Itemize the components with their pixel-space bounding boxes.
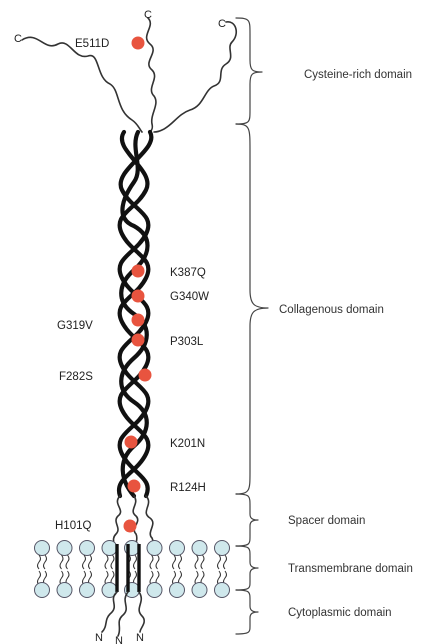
lipid-tail <box>156 555 159 569</box>
lipid-tail <box>173 555 176 569</box>
lipid-tail <box>195 555 198 569</box>
domain-label-transmembrane: Transmembrane domain <box>288 563 413 575</box>
n-terminus-label-right: N <box>136 632 144 644</box>
domain-label-collagenous: Collagenous domain <box>279 304 384 316</box>
cytoplasmic-chains <box>102 592 144 636</box>
lipid-tail <box>83 555 86 569</box>
mutation-dot-g319v <box>132 314 145 327</box>
lipid-head-upper <box>35 541 50 556</box>
mutation-dot-f282s <box>139 369 152 382</box>
lipid-bilayer <box>35 541 230 598</box>
lipid-tail <box>179 555 182 569</box>
lipid-tail <box>111 555 114 569</box>
brace-transmembrane <box>236 546 258 590</box>
mutation-label-k387q: K387Q <box>170 267 206 279</box>
lipid-tail <box>218 555 221 569</box>
lipid-head-lower <box>215 583 230 598</box>
lipid-tail <box>105 555 108 569</box>
mutation-label-e511d: E511D <box>75 38 109 50</box>
mutation-dot-k387q <box>132 265 145 278</box>
mutation-label-g319v: G319V <box>57 320 93 332</box>
domain-label-cysteine-rich: Cysteine-rich domain <box>304 69 412 81</box>
mutation-dot-k201n <box>125 436 138 449</box>
lipid-tail <box>201 555 204 569</box>
mutation-label-h101q: H101Q <box>55 520 91 532</box>
lipid-head-lower <box>80 583 95 598</box>
lipid-head-upper <box>215 541 230 556</box>
lipid-head-lower <box>192 583 207 598</box>
brace-cysteine-rich <box>236 18 262 124</box>
lipid-head-lower <box>170 583 185 598</box>
c-terminus-label-center: C <box>144 9 152 21</box>
lipid-tail <box>44 555 47 569</box>
brace-cytoplasmic <box>236 590 258 634</box>
spacer-chains <box>114 496 153 544</box>
lipid-head-upper <box>102 541 117 556</box>
lipid-tail <box>150 555 153 569</box>
mutation-label-k201n: K201N <box>170 438 205 450</box>
c-terminus-label-left: C <box>14 33 22 45</box>
lipid-head-upper <box>192 541 207 556</box>
mutation-dot-g340w <box>132 290 145 303</box>
lipid-head-upper <box>57 541 72 556</box>
mutation-label-f282s: F282S <box>59 371 93 383</box>
domain-label-spacer: Spacer domain <box>288 515 365 527</box>
lipid-head-lower <box>147 583 162 598</box>
cysteine-rich-chains <box>22 18 236 132</box>
domain-braces <box>236 18 268 634</box>
brace-spacer <box>236 494 258 546</box>
lipid-tail <box>89 555 92 569</box>
mutation-label-g340w: G340W <box>170 291 209 303</box>
mutation-dot-r124h <box>128 480 141 493</box>
lipid-tail <box>134 555 137 569</box>
mutation-label-r124h: R124H <box>170 482 206 494</box>
lipid-tail <box>224 555 227 569</box>
n-terminus-label-left: N <box>95 632 103 644</box>
c-terminus-label-right: C <box>218 18 226 30</box>
lipid-head-upper <box>147 541 162 556</box>
lipid-tail <box>38 555 41 569</box>
n-terminus-label-center: N <box>115 635 123 644</box>
domain-label-cytoplasmic: Cytoplasmic domain <box>288 607 392 619</box>
lipid-tail <box>66 555 69 569</box>
lipid-head-lower <box>57 583 72 598</box>
mutation-dot-p303l <box>132 334 145 347</box>
lipid-head-upper <box>170 541 185 556</box>
brace-collagenous <box>236 124 268 494</box>
mutation-dot-h101q <box>124 520 137 533</box>
mutation-dot-e511d <box>132 37 145 50</box>
lipid-tail <box>60 555 63 569</box>
mutation-label-p303l: P303L <box>170 336 204 348</box>
lipid-head-lower <box>35 583 50 598</box>
lipid-head-upper <box>80 541 95 556</box>
